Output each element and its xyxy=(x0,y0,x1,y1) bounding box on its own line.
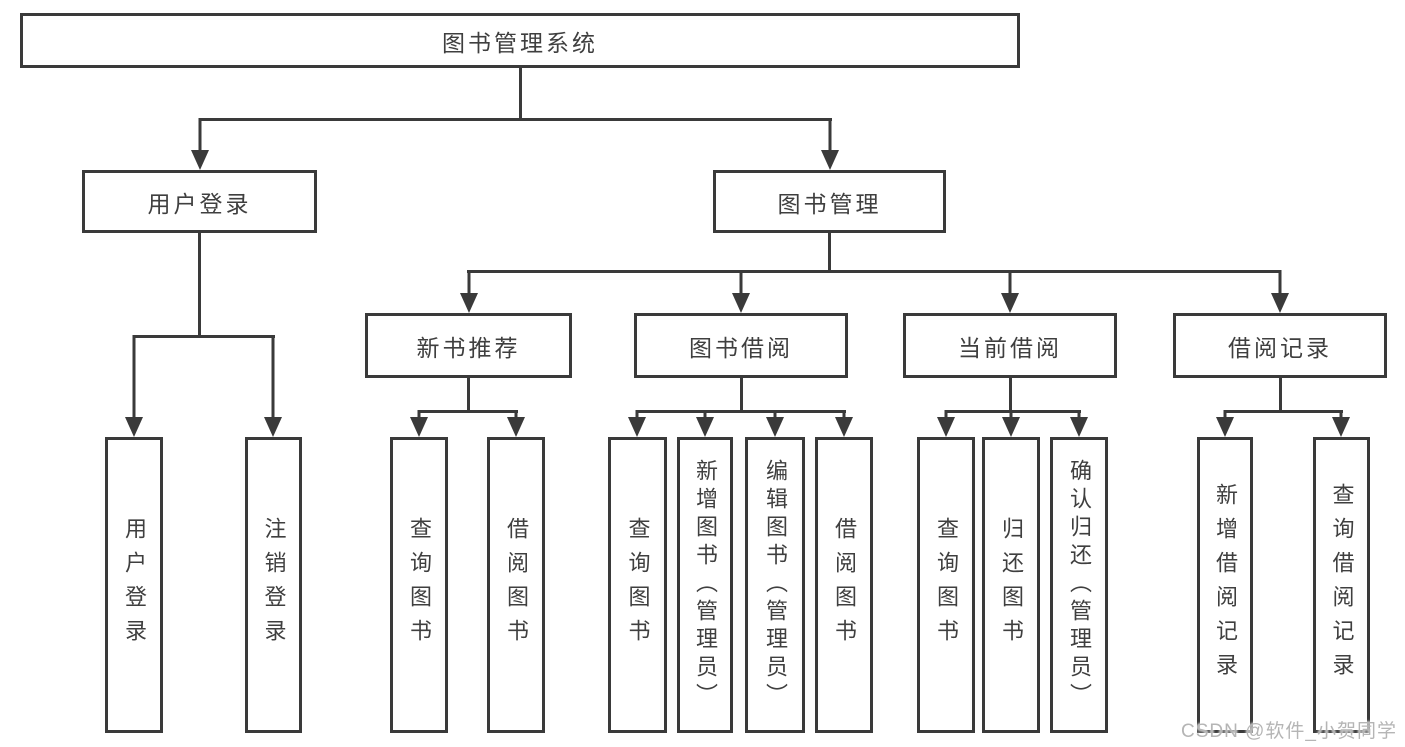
node-label: 图书管理 xyxy=(777,190,882,217)
node-label: 当前借阅 xyxy=(958,334,1062,361)
connector-borrowing-rail xyxy=(636,410,846,413)
leaf-user-login: 用户登录 xyxy=(105,437,163,733)
connector-arrow-new-book xyxy=(459,270,479,313)
node-new-book-recommend: 新书推荐 xyxy=(365,313,572,378)
connector-arrow-current-confirm xyxy=(1069,410,1089,437)
node-label: 新书推荐 xyxy=(416,334,521,361)
connector-arrow-recommend-query xyxy=(409,410,429,437)
leaf-borrowing-borrow-books: 借阅图书 xyxy=(815,437,873,733)
leaf-records-add-record: 新增借阅记录 xyxy=(1197,437,1253,733)
node-book-borrowing: 图书借阅 xyxy=(634,313,848,378)
leaf-label: 查询图书 xyxy=(407,517,432,653)
node-book-management: 图书管理 xyxy=(713,170,946,233)
leaf-label: 注销登录 xyxy=(261,517,287,653)
leaf-recommend-query-books: 查询图书 xyxy=(390,437,448,733)
leaf-records-query-record: 查询借阅记录 xyxy=(1313,437,1370,733)
leaf-borrowing-query-books: 查询图书 xyxy=(608,437,667,733)
leaf-recommend-borrow-books: 借阅图书 xyxy=(487,437,545,733)
leaf-borrowing-add-books-admin: 新增图书（管理员） xyxy=(677,437,733,733)
connector-root-trunk xyxy=(519,68,522,118)
connector-records-rail xyxy=(1224,410,1343,413)
node-label: 用户登录 xyxy=(147,190,252,217)
connector-arrow-borrowing-borrow xyxy=(834,410,854,437)
connector-user-login-rail xyxy=(133,335,275,338)
leaf-label: 借阅图书 xyxy=(504,517,529,653)
leaf-label: 查询借阅记录 xyxy=(1329,483,1355,687)
node-user-login: 用户登录 xyxy=(82,170,317,233)
csdn-watermark: CSDN @软件_小贺同学 xyxy=(1181,721,1397,742)
connector-arrow-records-add xyxy=(1215,410,1235,437)
node-label: 图书管理系统 xyxy=(442,29,598,56)
node-borrowing-records: 借阅记录 xyxy=(1173,313,1387,378)
connector-arrow-leaf-login xyxy=(124,335,144,437)
connector-records-trunk xyxy=(1279,378,1282,410)
connector-arrow-borrowing-edit xyxy=(765,410,785,437)
leaf-label: 查询图书 xyxy=(625,517,651,653)
node-library-system: 图书管理系统 xyxy=(20,13,1020,68)
leaf-label: 用户登录 xyxy=(122,517,147,653)
connector-arrow-borrowing-query xyxy=(627,410,647,437)
leaf-label: 编辑图书（管理员） xyxy=(763,459,788,711)
connector-arrow-book-borrowing xyxy=(731,270,751,313)
leaf-current-confirm-return-admin: 确认归还（管理员） xyxy=(1050,437,1108,733)
connector-level2-rail xyxy=(199,118,832,121)
leaf-current-query-books: 查询图书 xyxy=(917,437,975,733)
node-label: 图书借阅 xyxy=(689,334,793,361)
leaf-label: 确认归还（管理员） xyxy=(1067,459,1092,711)
leaf-label: 借阅图书 xyxy=(832,517,857,653)
connector-arrow-recommend-borrow xyxy=(506,410,526,437)
leaf-current-return-books: 归还图书 xyxy=(982,437,1040,733)
leaf-label: 新增图书（管理员） xyxy=(693,459,718,711)
connector-arrow-records-query xyxy=(1331,410,1351,437)
connector-arrow-current-borrowing xyxy=(1000,270,1020,313)
connector-arrow-current-query xyxy=(936,410,956,437)
connector-arrow-current-return xyxy=(1001,410,1021,437)
connector-level3-rail xyxy=(467,270,1281,273)
leaf-label: 归还图书 xyxy=(999,517,1024,653)
node-current-borrowing: 当前借阅 xyxy=(903,313,1117,378)
connector-arrow-borrowing-add xyxy=(695,410,715,437)
leaf-borrowing-edit-books-admin: 编辑图书（管理员） xyxy=(745,437,805,733)
connector-user-login-trunk xyxy=(198,233,201,335)
leaf-label: 新增借阅记录 xyxy=(1213,483,1238,687)
connector-recommend-rail xyxy=(418,410,518,413)
node-label: 借阅记录 xyxy=(1228,334,1332,361)
connector-arrow-user-login xyxy=(190,118,210,170)
connector-current-trunk xyxy=(1009,378,1012,410)
connector-arrow-book-management xyxy=(820,118,840,170)
connector-recommend-trunk xyxy=(467,378,470,410)
connector-arrow-borrowing-records xyxy=(1270,270,1290,313)
connector-book-management-trunk xyxy=(828,233,831,272)
connector-arrow-leaf-logout xyxy=(263,335,283,437)
leaf-logout: 注销登录 xyxy=(245,437,302,733)
leaf-label: 查询图书 xyxy=(934,517,959,653)
connector-borrowing-trunk xyxy=(740,378,743,410)
